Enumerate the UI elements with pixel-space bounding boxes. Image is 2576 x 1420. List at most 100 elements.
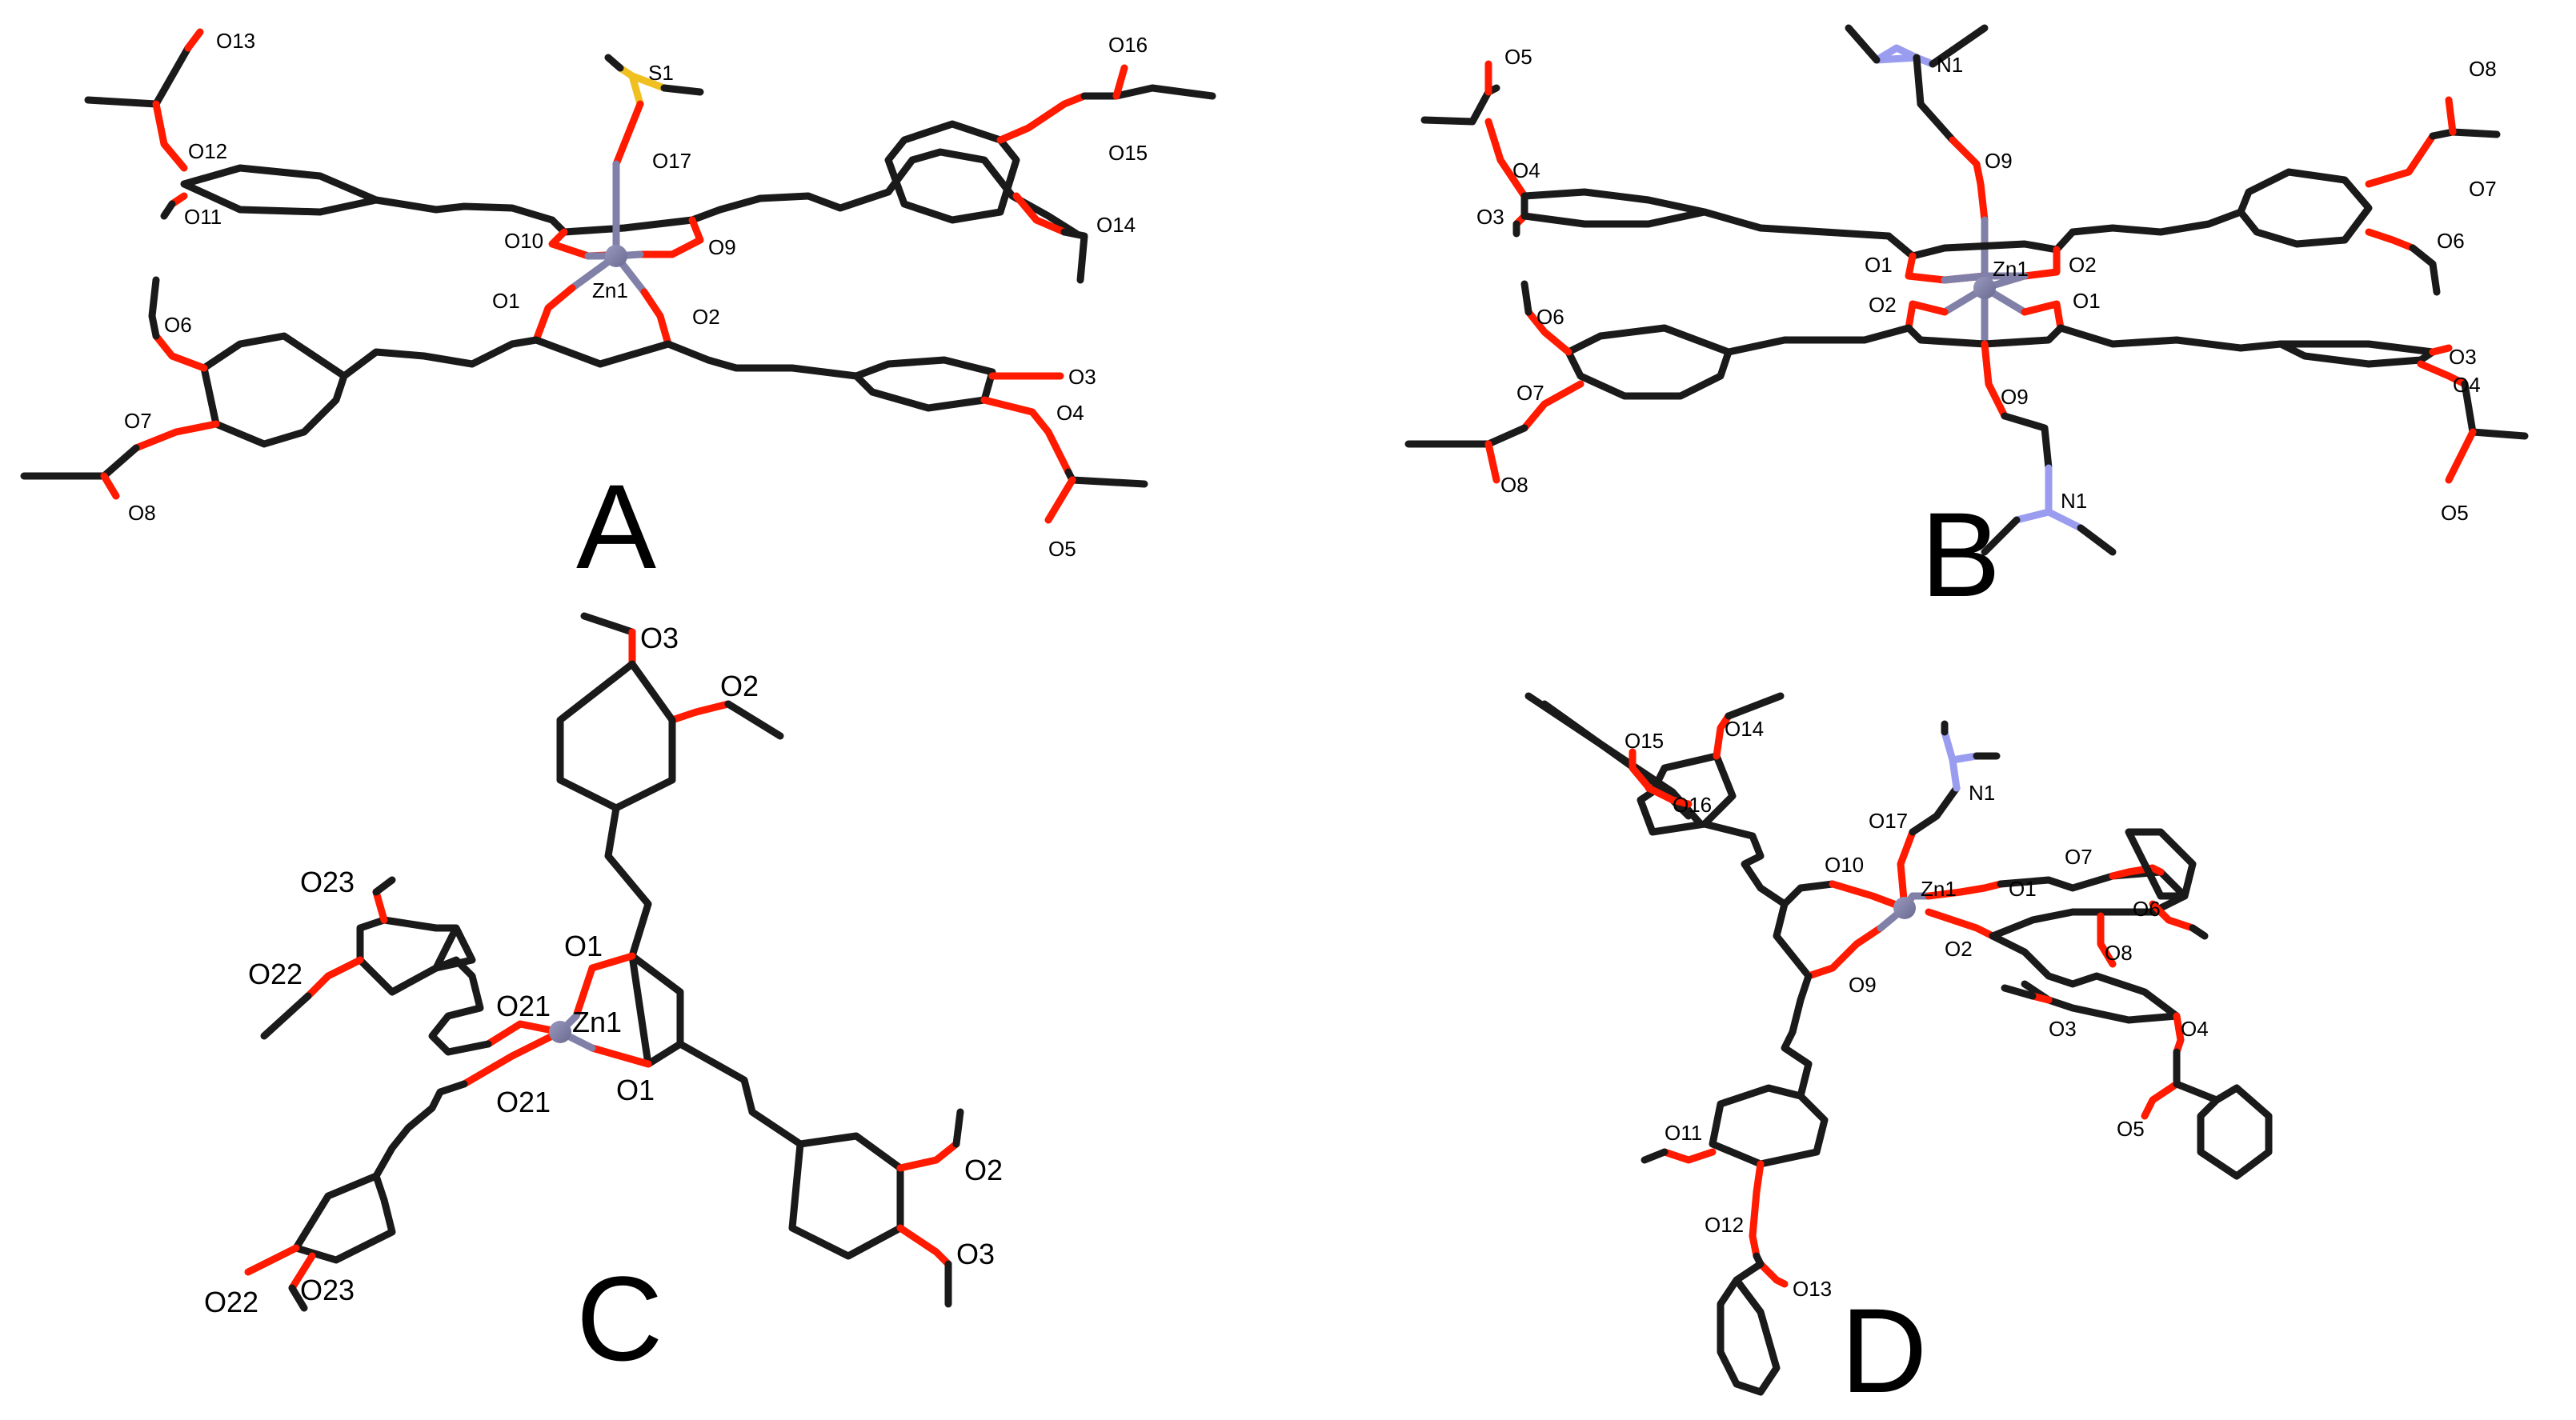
label-c-o22-lower: O22 [204,1286,258,1318]
backbone-a-upper [548,148,1080,238]
oxygen-a-o5 [1044,476,1076,524]
label-b-o7-upper: O7 [2469,177,2497,201]
label-b-o8-upper: O8 [2469,57,2497,81]
acetyl-b-right-upper [2429,128,2501,140]
oxygen-b-o1-lower [2021,300,2065,332]
label-c-o3-right: O3 [956,1238,995,1270]
label-c-o23-lower: O23 [300,1274,355,1306]
methyl-b-o6-upper [2409,244,2441,296]
zinc-atom-b [1973,277,1996,299]
label-d-o1: O1 [2009,877,2037,901]
methyl-c-o3-top [580,612,636,636]
oxygen-a-o9 [636,216,704,258]
methyl-c-o23-lower [288,1284,308,1312]
label-a-o3: O3 [1068,365,1096,389]
label-a-o8: O8 [128,501,156,525]
methyl-a-s1b [660,84,704,96]
label-d-o13: O13 [1793,1277,1832,1301]
methyl-a-o6 [148,276,160,340]
oxygen-d-o9 [1805,924,1885,980]
nitrogen-d-n1 [1941,728,1981,792]
label-a-o12: O12 [188,139,227,163]
methyl-c-o2-right [952,1108,964,1148]
label-a-s1: S1 [648,61,674,85]
label-d-o7: O7 [2065,845,2093,869]
methyl-b-n1-top-a [1845,24,1881,64]
chain-b-right-upper [2069,208,2245,236]
oxygen-b-o4-upper [1484,118,1528,200]
label-c-zn1: Zn1 [572,1006,622,1038]
chain-a-left-upper [372,196,556,224]
oxygen-d-o4 [2173,1012,2185,1056]
label-d-o16: O16 [1673,793,1712,817]
oxygen-a-o2 [640,288,672,348]
ring-c-top [556,660,676,812]
label-c-o21-lower: O21 [496,1086,551,1118]
methyl-b-n1-bottom-b [2077,524,2117,556]
methyl-c-o22-upper [260,992,312,1040]
label-a-o9: O9 [708,235,736,259]
oxygen-c-o3-right [896,1224,952,1268]
label-d-o10: O10 [1825,853,1864,877]
label-c-o23-upper: O23 [300,866,355,898]
label-c-o22-upper: O22 [248,958,302,990]
label-b-o3-lower: O3 [2449,345,2477,369]
label-b-o2-lower: O2 [1869,293,1897,317]
methyl-a-o11 [160,200,176,220]
zinc-atom-c [549,1021,571,1043]
oxygen-c-o1-bottom [588,1044,652,1068]
label-d-o8: O8 [2105,941,2133,965]
label-a-o17: O17 [652,149,691,173]
oxygen-b-o9-top [1949,136,1989,224]
oxygen-c-o2-right [896,1140,960,1172]
ring-d-bottom [1709,1060,1829,1168]
label-c-o1-top: O1 [564,930,603,962]
label-d-o4: O4 [2181,1017,2209,1041]
label-b-o5-upper: O5 [1504,45,1532,69]
label-d-o3: O3 [2049,1017,2077,1041]
acetyl-b-left-upper [1420,84,1500,126]
label-b-o1-upper: O1 [1865,253,1893,277]
label-b-n1-top: N1 [1937,53,1963,77]
oxygen-b-o9-lower [1981,340,2009,420]
ring-d-right-lower [1989,932,2181,1024]
oxygen-c-o2-top [668,700,732,724]
acetyl-b-o7-lower [1404,424,1528,448]
oxygen-a-o14 [1012,192,1068,236]
label-d-o17: O17 [1869,809,1908,833]
chain-c-left-upper [428,956,492,1056]
label-b-o2-upper: O2 [2069,253,2097,277]
label-d-o11: O11 [1665,1121,1702,1145]
oxygen-a-o8 [100,472,120,500]
panel-a: O13 O12 O11 S1 O17 O10 O9 Zn1 O1 O2 O16 … [20,28,1216,594]
ring-c-right [788,1132,904,1260]
chain-c-left-lower [372,1080,468,1180]
label-b-n1-bottom: N1 [2061,489,2087,513]
label-d-o6: O6 [2133,897,2161,921]
label-a-o1: O1 [492,289,520,313]
label-d-o15: O15 [1625,729,1664,753]
methyl-d-o6 [2189,924,2209,940]
label-b-o1-lower: O1 [2073,289,2101,313]
oxygen-c-o22-lower [244,1244,300,1276]
oxygen-d-o8 [2097,912,2117,968]
oxygen-a-o7 [132,420,220,452]
chelate-d-upper [1781,880,1837,908]
panel-d: O15 O14 O16 O17 N1 O10 Zn1 O1 O7 O6 O2 O… [1524,692,2273,1418]
acetyl-a-o7 [20,444,140,480]
chain-a-right-lower [664,340,860,380]
ring-b-right-upper [2237,168,2373,248]
ring-b-left-upper [1520,188,1709,228]
ring-d-phenyl-bottom [1717,1260,1781,1396]
label-b-o7-lower: O7 [1516,381,1544,405]
label-b-o9-lower: O9 [2001,385,2029,409]
ring-a-right-upper [884,120,1020,224]
oxygen-c-o21-b [460,1028,564,1088]
chain-b-n1-bottom [2001,412,2053,472]
label-b-zn1: Zn1 [1993,257,2029,281]
acetyl-a-left [84,44,192,108]
chain-a-left-lower [340,336,540,380]
backbone-b-upper [1885,228,2077,260]
oxygen-b-o3-lower [2429,344,2453,356]
label-d-o2: O2 [1945,937,1973,961]
